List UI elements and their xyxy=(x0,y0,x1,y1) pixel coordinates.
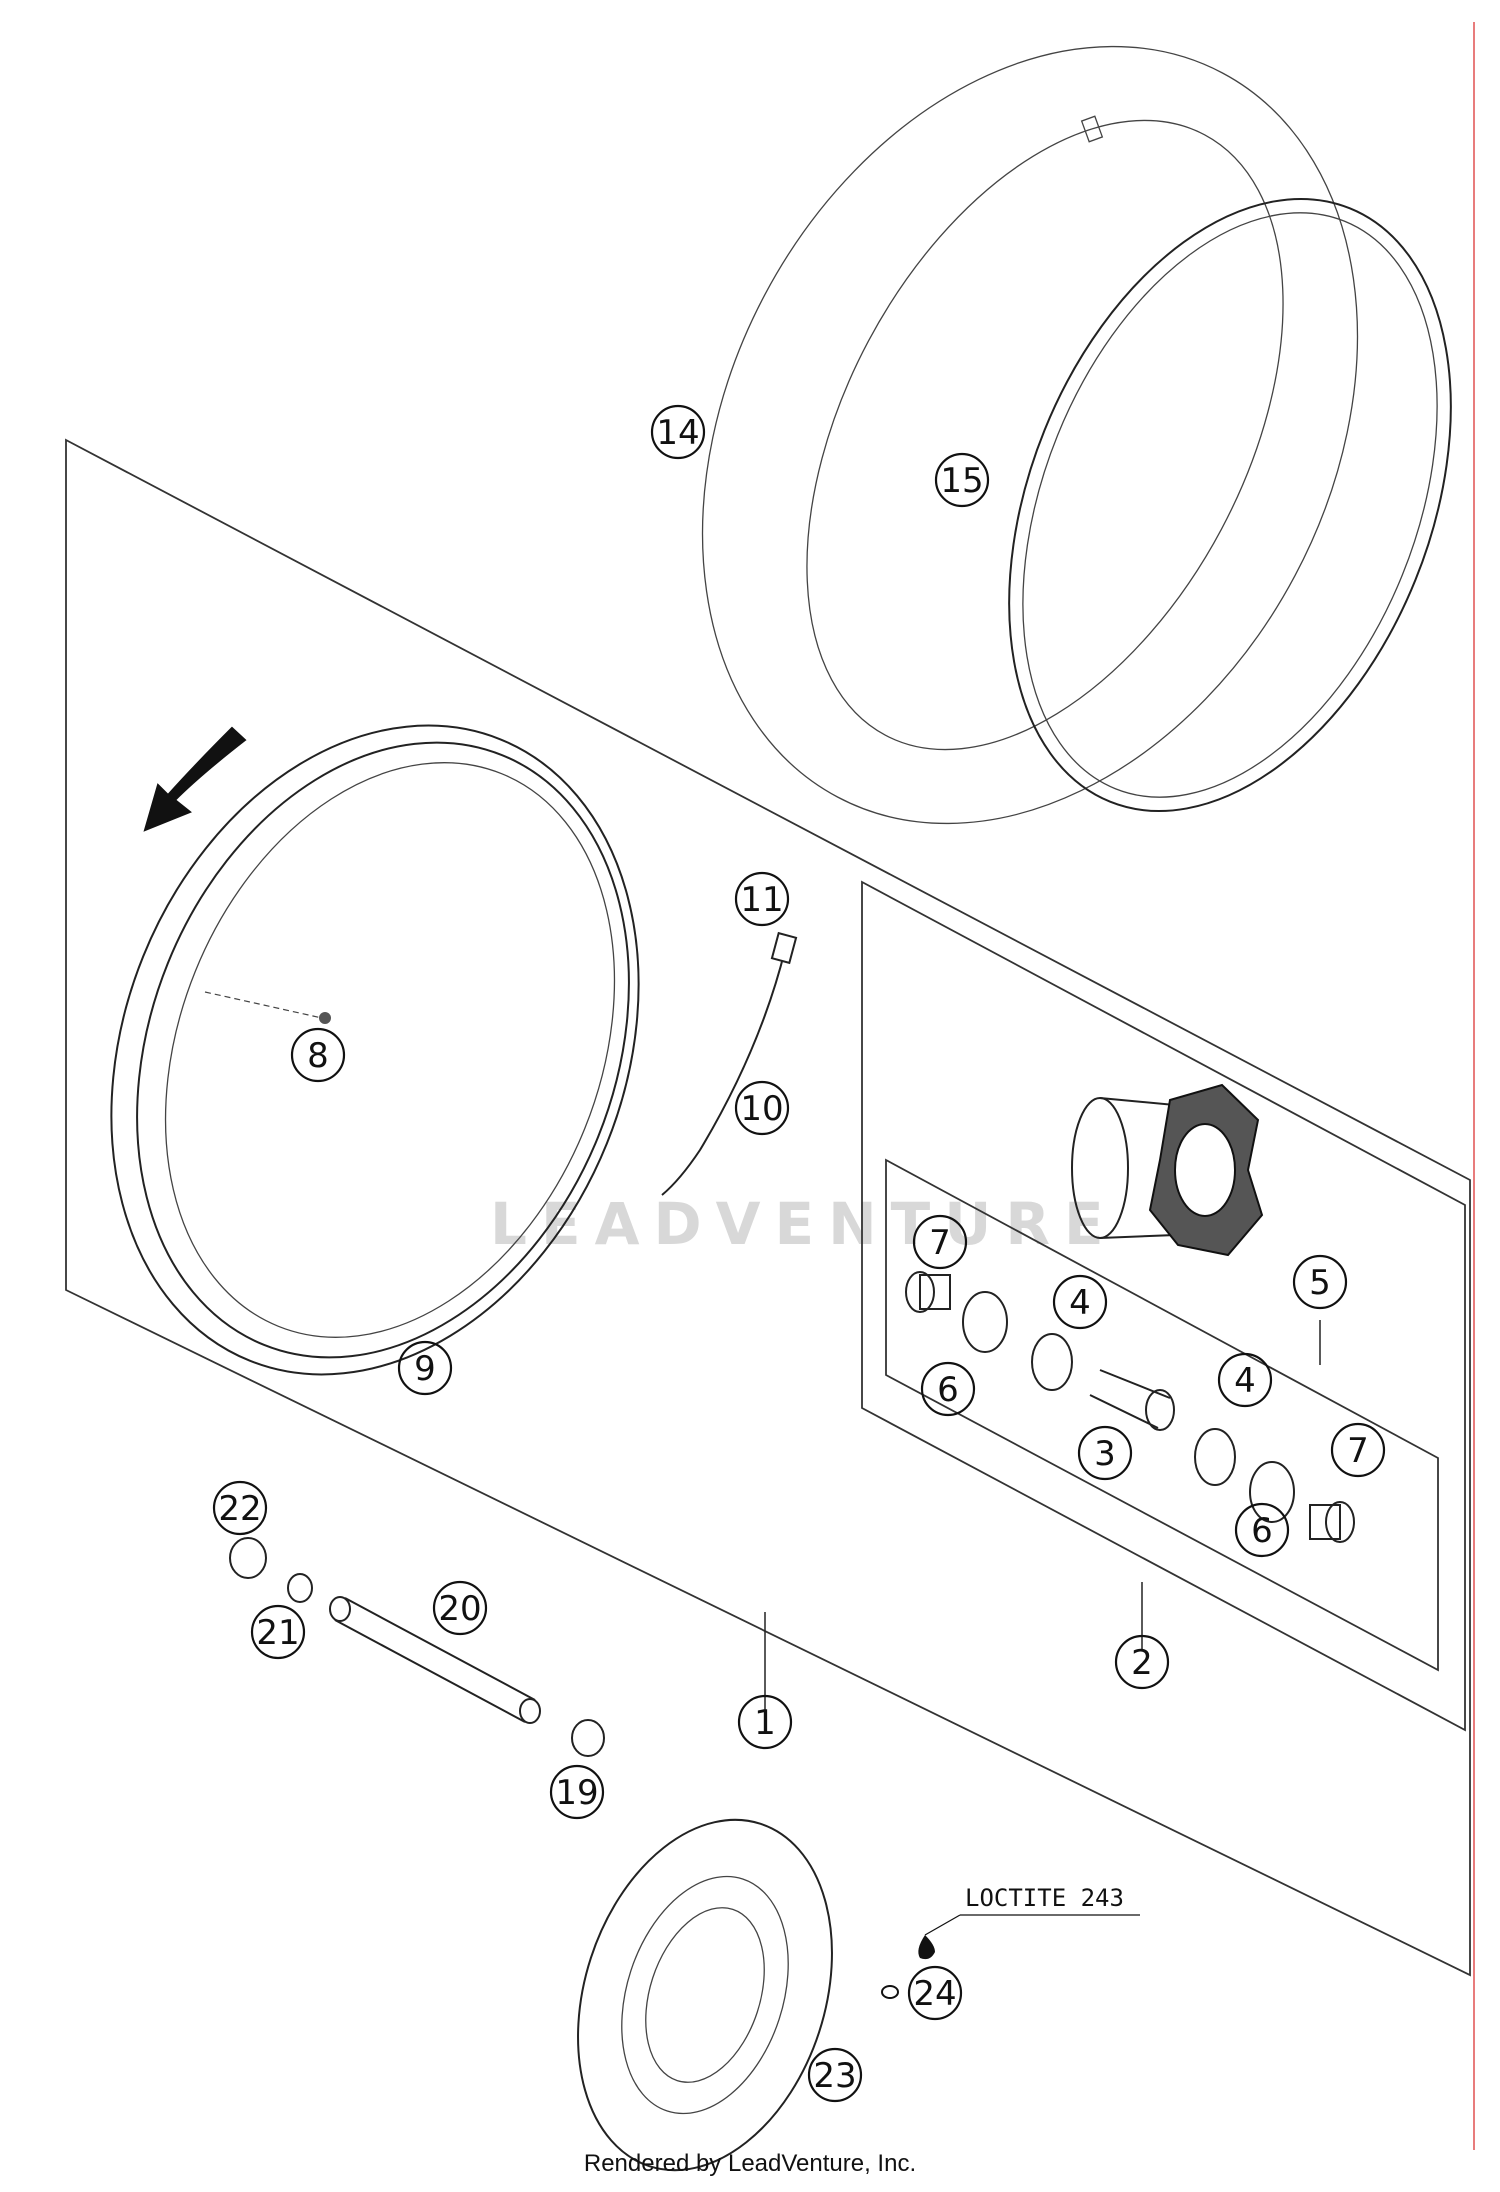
callout-circle xyxy=(1114,1634,1170,1690)
callout-number: 24 xyxy=(913,1974,956,2014)
bearing-parts xyxy=(905,1271,1355,1543)
callout-number: 4 xyxy=(1069,1283,1091,1323)
callout-number: 2 xyxy=(1131,1643,1153,1683)
callout-number: 14 xyxy=(656,413,699,453)
callout-number: 9 xyxy=(414,1349,436,1389)
callout-circle xyxy=(212,1480,268,1536)
callout-number: 6 xyxy=(1251,1511,1273,1551)
callout-number: 4 xyxy=(1234,1361,1256,1401)
callout-number: 1 xyxy=(754,1703,776,1743)
axle-parts xyxy=(229,1537,605,1757)
callout-circle xyxy=(650,404,706,460)
loctite-note: LOCTITE 243 xyxy=(965,1884,1124,1912)
tire xyxy=(701,45,1359,825)
callout-circle xyxy=(1077,1425,1133,1481)
callout-number: 23 xyxy=(813,2056,856,2096)
callout-number: 7 xyxy=(1347,1431,1369,1471)
callout-number: 21 xyxy=(256,1613,299,1653)
callout-number: 6 xyxy=(937,1370,959,1410)
rim xyxy=(110,724,640,1376)
hub xyxy=(1071,1083,1264,1257)
callout-number: 20 xyxy=(438,1589,481,1629)
rim-tape xyxy=(1008,197,1452,813)
callout-circle xyxy=(907,1965,963,2021)
watermark: LEADVENTURE xyxy=(490,1190,1118,1258)
callout-number: 15 xyxy=(940,461,983,501)
callout-circle xyxy=(807,2047,863,2103)
rotation-arrow-icon xyxy=(143,726,247,832)
callout-number: 5 xyxy=(1309,1263,1331,1303)
hub-panel xyxy=(861,880,1466,1732)
assembly-panel xyxy=(65,438,1471,1977)
callout-number: 3 xyxy=(1094,1434,1116,1474)
disc-screw xyxy=(881,1914,1140,1999)
callout-number: 11 xyxy=(740,880,783,920)
brake-disc xyxy=(577,1818,833,2172)
callout-circle xyxy=(1052,1274,1108,1330)
callout-circle xyxy=(250,1604,306,1660)
callout-circle xyxy=(934,452,990,508)
rim-nipple xyxy=(319,1012,331,1024)
callout-circle xyxy=(912,1214,968,1270)
callout-circle xyxy=(1292,1254,1348,1310)
callout-number: 22 xyxy=(218,1489,261,1529)
bearing-panel xyxy=(885,1158,1439,1672)
callout-circle xyxy=(1330,1422,1386,1478)
callout-number: 7 xyxy=(929,1223,951,1263)
nipple-leader xyxy=(204,991,323,1019)
callout-circle xyxy=(397,1340,453,1396)
callout-circle xyxy=(920,1361,976,1417)
callout-number: 19 xyxy=(555,1773,598,1813)
callout-circle xyxy=(290,1027,346,1083)
callout-circle xyxy=(1234,1502,1290,1558)
callout-number: 8 xyxy=(307,1036,329,1076)
callout-circle xyxy=(737,1694,793,1750)
callout-circle xyxy=(432,1580,488,1636)
footer-credit: Rendered by LeadVenture, Inc. xyxy=(583,2150,917,2177)
callout-circle xyxy=(549,1764,605,1820)
callout-circle xyxy=(734,871,790,927)
callout-number: 10 xyxy=(740,1089,783,1129)
callout-circle xyxy=(1217,1352,1273,1408)
spoke xyxy=(661,931,798,1196)
callout-circle xyxy=(734,1080,790,1136)
